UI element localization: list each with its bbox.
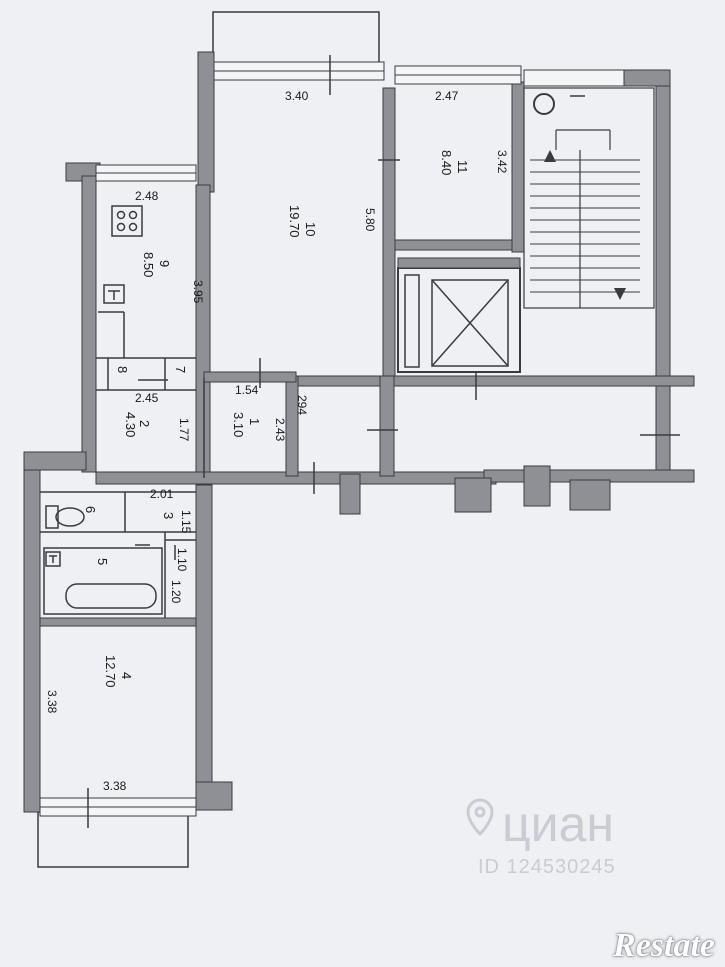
dim-room2-side: 1.77: [177, 418, 191, 442]
dim-room1-side: 2.43: [273, 418, 287, 442]
dim-small-110: 1.10: [175, 548, 189, 572]
room10-number: 10: [303, 222, 318, 236]
stair-arrow-down: [614, 288, 626, 300]
chute-icon: [533, 93, 555, 115]
stair-arrow-up: [544, 150, 556, 162]
bathtub-icon: [43, 547, 163, 615]
room1-area: 3.10: [231, 412, 246, 437]
windows: [39, 61, 625, 817]
dim-room10-side: 5.80: [363, 208, 377, 232]
dim-small-115: 1.15: [179, 510, 193, 534]
watermark-id: ID 124530245: [478, 856, 616, 878]
top-balcony: [212, 11, 380, 67]
dim-corr-width: 1.54: [235, 383, 259, 397]
room4-area: 12.70: [103, 655, 118, 688]
toilet-icon: [45, 505, 85, 529]
dim-room2-width: 2.45: [135, 391, 159, 405]
stairs-icon: [523, 87, 655, 309]
watermark-brand: циан: [502, 796, 614, 852]
room3-number: 3: [161, 512, 176, 519]
restate-logo: Restate: [613, 927, 715, 964]
room11-area: 8.40: [439, 150, 454, 175]
dim-row-201: 2.01: [150, 487, 174, 501]
room4-number: 4: [119, 672, 134, 679]
dim-bedroom-side: 3.38: [45, 690, 59, 714]
room1-number: 1: [247, 418, 262, 425]
room9-area: 8.50: [141, 252, 156, 277]
room11-number: 11: [455, 160, 470, 174]
room10-area: 19.70: [287, 205, 302, 238]
dim-top-kitchen: 2.48: [135, 189, 159, 203]
sink-icon: [103, 284, 125, 304]
room6-number: 6: [83, 506, 98, 513]
dim-room11-side: 3.42: [495, 150, 509, 174]
dim-small-120: 1.20: [169, 580, 183, 604]
room7-number: 7: [173, 366, 188, 373]
dim-top-room11: 2.47: [435, 89, 459, 103]
walls: [23, 51, 695, 813]
bottom-balcony: [37, 811, 189, 868]
location-pin-icon: [466, 798, 494, 837]
room2-area: 4.30: [123, 412, 138, 437]
interior-lines: [40, 55, 680, 828]
elevator-icon: [404, 274, 509, 368]
room2-number: 2: [137, 420, 152, 427]
stove-icon: [111, 205, 143, 237]
room9-number: 9: [157, 260, 172, 267]
stair-steps: [530, 159, 640, 293]
room5-number: 5: [95, 558, 110, 565]
dim-bedroom-bottom: 3.38: [103, 779, 127, 793]
dim-kitchen-side: 3.95: [191, 280, 205, 304]
dim-hall-294: 294: [295, 395, 309, 415]
room8-number: 8: [115, 366, 130, 373]
dim-top-room10: 3.40: [285, 89, 309, 103]
